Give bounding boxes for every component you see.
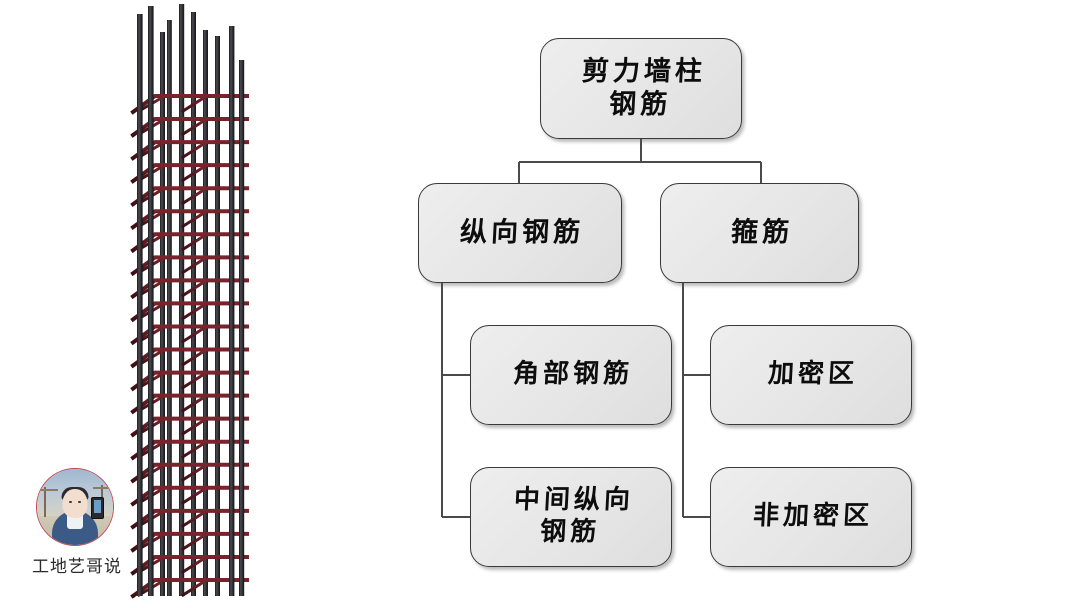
- node-corner-rebar-label: 角部钢筋: [512, 359, 634, 390]
- node-non-densified-zone-label: 非加密区: [752, 501, 874, 532]
- node-middle-longitudinal-rebar[interactable]: 中间纵向 钢筋: [470, 467, 672, 567]
- watermark-account-name: 工地艺哥说: [32, 557, 122, 577]
- node-middle-longitudinal-rebar-label: 中间纵向 钢筋: [513, 485, 635, 547]
- node-densified-zone-label: 加密区: [767, 359, 859, 390]
- node-root[interactable]: 剪力墙柱 钢筋: [540, 38, 742, 139]
- node-longitudinal-rebar[interactable]: 纵向钢筋: [418, 183, 622, 283]
- node-longitudinal-rebar-label: 纵向钢筋: [459, 216, 585, 248]
- node-stirrup[interactable]: 箍筋: [660, 183, 859, 283]
- node-root-label: 剪力墙柱 钢筋: [581, 55, 707, 120]
- rebar-cage-3d-photo: [130, 4, 250, 599]
- vertical-rebar-front: [137, 6, 245, 596]
- watermark: 工地艺哥说: [22, 468, 132, 598]
- node-densified-zone[interactable]: 加密区: [710, 325, 912, 425]
- avatar: [36, 468, 114, 546]
- rebar-illustration-panel: [0, 0, 330, 608]
- node-non-densified-zone[interactable]: 非加密区: [710, 467, 912, 567]
- node-stirrup-label: 箍筋: [729, 216, 794, 248]
- node-corner-rebar[interactable]: 角部钢筋: [470, 325, 672, 425]
